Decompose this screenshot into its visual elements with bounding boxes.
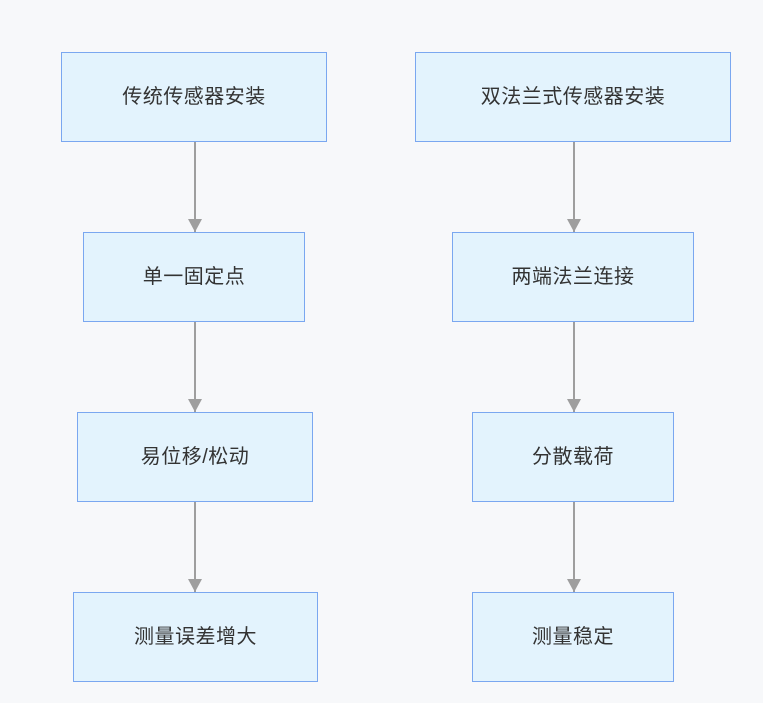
arrowhead-icon bbox=[188, 219, 202, 232]
node-label: 单一固定点 bbox=[142, 266, 246, 288]
arrowhead-icon bbox=[188, 399, 202, 412]
node-label: 测量稳定 bbox=[532, 626, 614, 648]
arrowhead-icon bbox=[567, 579, 581, 592]
connector-line bbox=[573, 142, 575, 232]
connector-traditional-1 bbox=[188, 142, 202, 232]
connector-traditional-2 bbox=[188, 322, 202, 412]
node-double-flange-install[interactable]: 双法兰式传感器安装 bbox=[415, 52, 731, 142]
node-label: 测量误差增大 bbox=[134, 626, 257, 648]
connector-line bbox=[194, 502, 196, 592]
node-stable-measurement[interactable]: 测量稳定 bbox=[472, 592, 674, 682]
node-easy-displacement-loosening[interactable]: 易位移/松动 bbox=[77, 412, 313, 502]
arrowhead-icon bbox=[567, 399, 581, 412]
node-label: 双法兰式传感器安装 bbox=[480, 86, 666, 108]
node-label: 传统传感器安装 bbox=[122, 86, 266, 108]
arrowhead-icon bbox=[567, 219, 581, 232]
node-distributed-load[interactable]: 分散载荷 bbox=[472, 412, 674, 502]
node-single-fixed-point[interactable]: 单一固定点 bbox=[83, 232, 305, 322]
connector-line bbox=[194, 322, 196, 412]
connector-doubleflange-2 bbox=[567, 322, 581, 412]
connector-line bbox=[573, 322, 575, 412]
node-label: 两端法兰连接 bbox=[511, 266, 635, 288]
node-label: 易位移/松动 bbox=[140, 446, 250, 468]
connector-traditional-3 bbox=[188, 502, 202, 592]
connector-doubleflange-1 bbox=[567, 142, 581, 232]
node-traditional-install[interactable]: 传统传感器安装 bbox=[61, 52, 327, 142]
connector-line bbox=[573, 502, 575, 592]
node-measurement-error-increase[interactable]: 测量误差增大 bbox=[73, 592, 318, 682]
node-label: 分散载荷 bbox=[532, 446, 614, 468]
connector-line bbox=[194, 142, 196, 232]
node-both-ends-flange-connection[interactable]: 两端法兰连接 bbox=[452, 232, 694, 322]
arrowhead-icon bbox=[188, 579, 202, 592]
connector-doubleflange-3 bbox=[567, 502, 581, 592]
